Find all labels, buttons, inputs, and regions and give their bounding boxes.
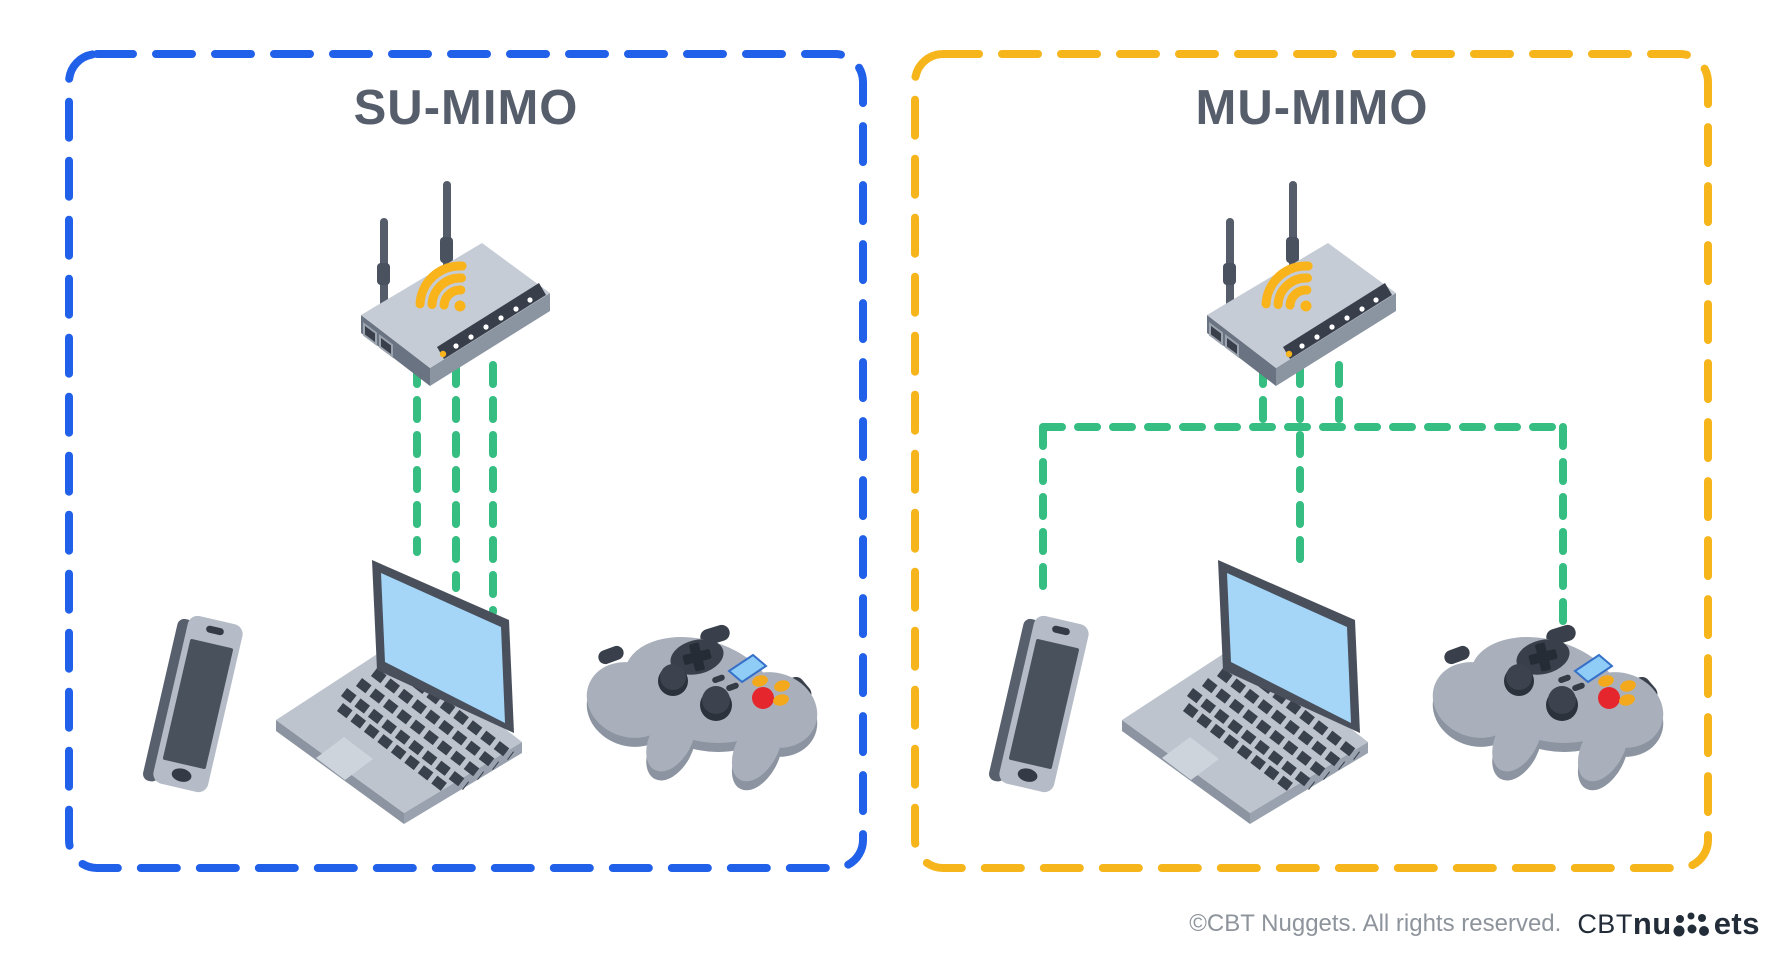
mu-smartphone-illustration <box>987 611 1091 795</box>
mu-mimo-title: MU-MIMO <box>1195 81 1429 135</box>
copyright-text: ©CBT Nuggets. All rights reserved. <box>1189 910 1562 937</box>
nugget-dots-icon <box>1673 912 1709 937</box>
su-wifi-router-illustration <box>361 181 550 386</box>
mu-mimo-panel-border <box>911 50 1712 872</box>
su-game-controller-illustration <box>574 618 830 800</box>
logo-nu-text: nu <box>1632 906 1672 941</box>
su-laptop-illustration <box>276 560 522 824</box>
mu-wifi-router-illustration <box>1207 181 1396 386</box>
logo-cbt-text: CBT <box>1577 908 1633 939</box>
su-mimo-streams-to-laptop <box>413 361 497 616</box>
su-smartphone-illustration <box>141 611 245 795</box>
su-mimo-panel-border <box>65 50 867 872</box>
logo-ets-text: ets <box>1713 906 1760 941</box>
su-mimo-title: SU-MIMO <box>353 81 579 135</box>
mu-game-controller-illustration <box>1420 618 1676 800</box>
mu-mimo-streams-to-devices <box>1039 361 1567 626</box>
mu-laptop-illustration <box>1122 560 1368 824</box>
